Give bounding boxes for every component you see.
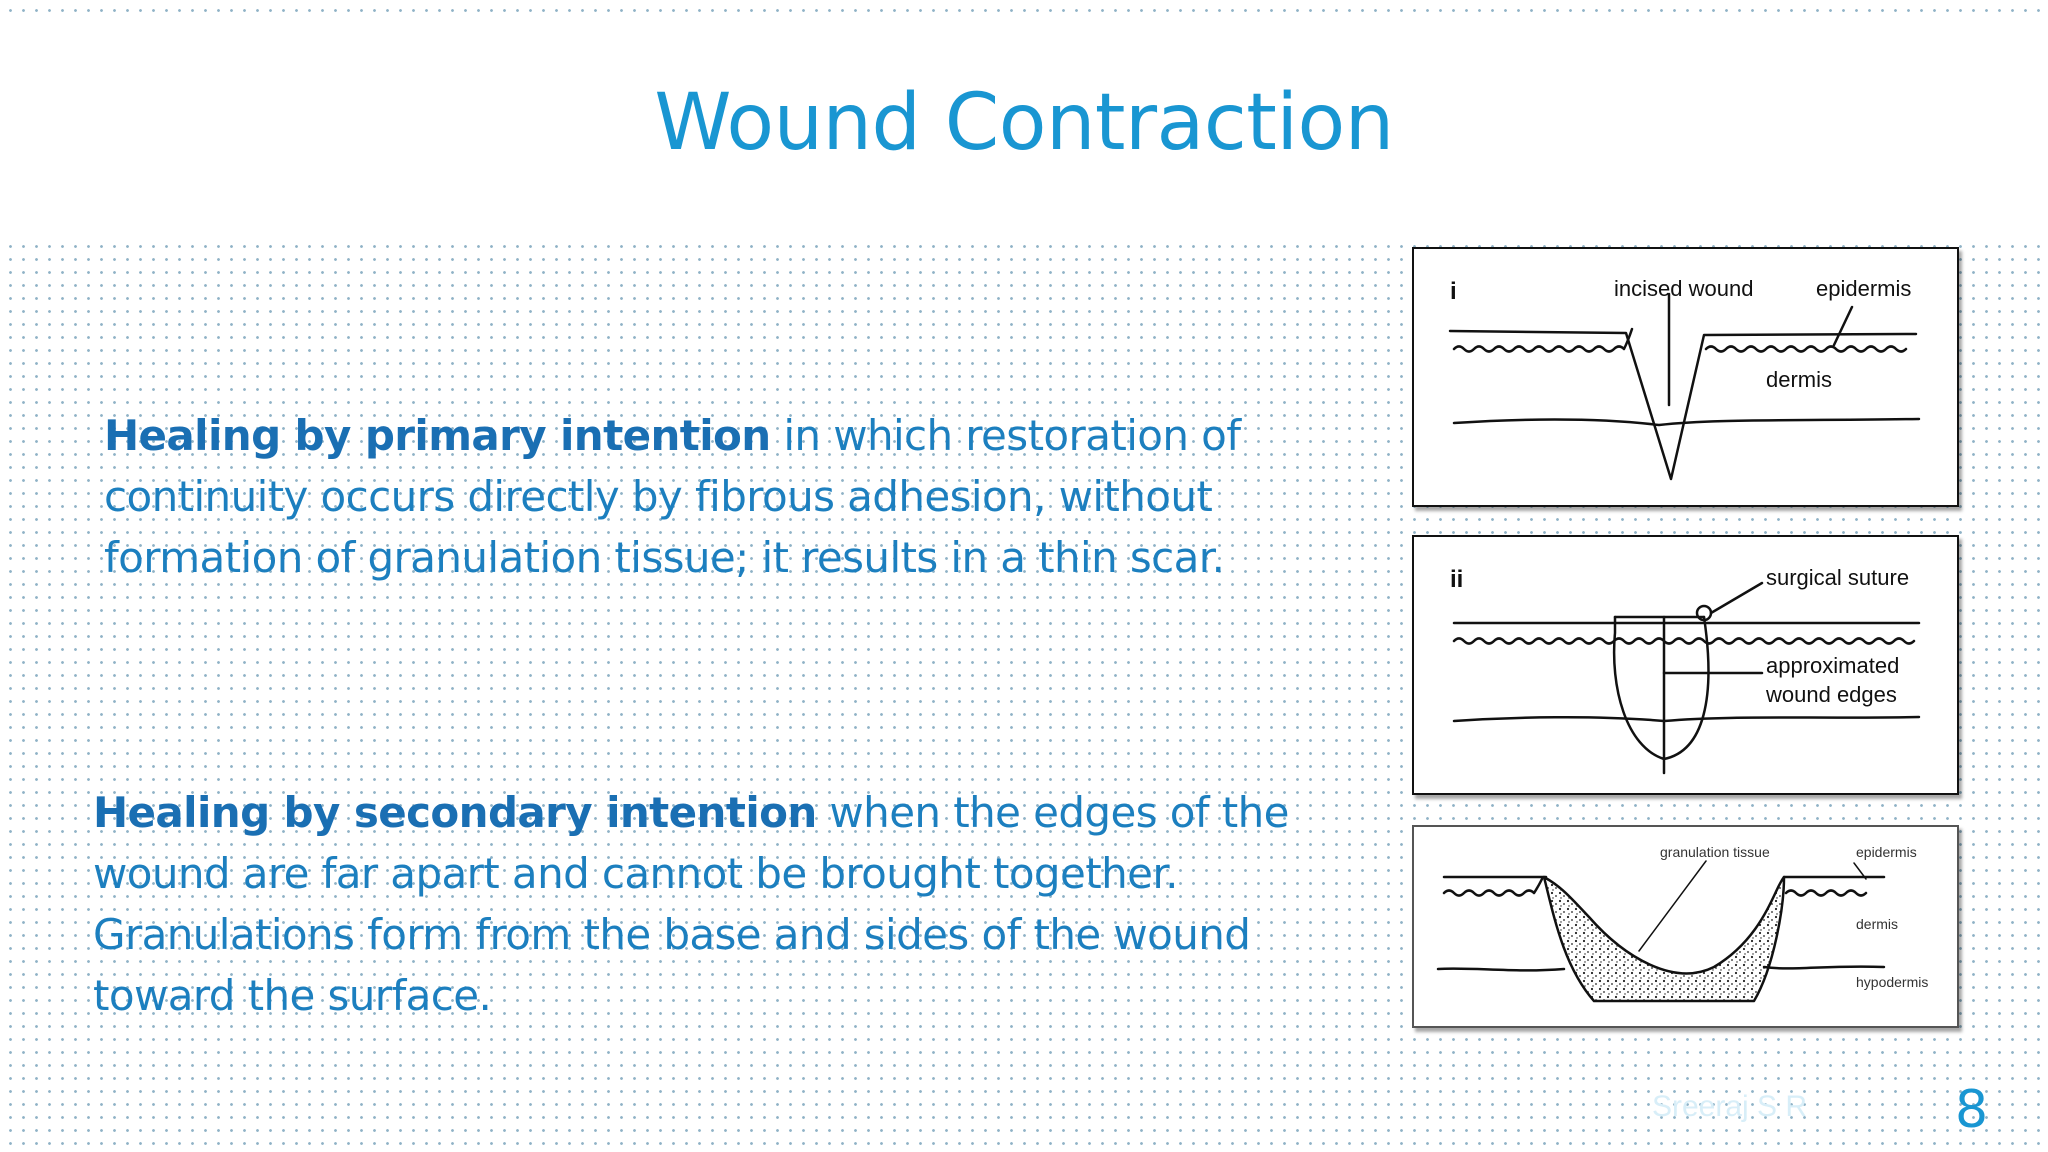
secondary-intention-term: Healing by secondary intention xyxy=(93,788,817,837)
figure-incised-wound: i incised wound epidermis dermis xyxy=(1412,247,1959,507)
sutured-wound-drawing xyxy=(1452,581,1921,775)
primary-intention-paragraph: Healing by primary intention in which re… xyxy=(104,405,1334,588)
label-surgical-suture: surgical suture xyxy=(1766,565,1909,590)
figure-granulation-wound: granulation tissue epidermis dermis hypo… xyxy=(1412,825,1959,1028)
label-dermis-iii: dermis xyxy=(1856,916,1898,932)
label-epidermis-iii: epidermis xyxy=(1856,844,1917,860)
label-epidermis: epidermis xyxy=(1816,276,1911,301)
granulation-wound-drawing xyxy=(1436,860,1886,1003)
label-incised-wound: incised wound xyxy=(1614,276,1753,301)
secondary-intention-paragraph: Healing by secondary intention when the … xyxy=(93,782,1323,1026)
author-footer: Sreeraj S R xyxy=(1652,1090,1808,1123)
figure-sutured-wound: ii surgical suture approximated wound ed… xyxy=(1412,535,1959,795)
incised-wound-drawing xyxy=(1448,292,1921,481)
label-dermis: dermis xyxy=(1766,367,1832,392)
primary-intention-text: in which restoration of continuity occur… xyxy=(104,411,1241,582)
label-wound-edges: wound edges xyxy=(1765,682,1897,707)
label-granulation-tissue: granulation tissue xyxy=(1660,844,1770,860)
dot-pattern-top xyxy=(0,0,2048,12)
label-hypodermis-iii: hypodermis xyxy=(1856,974,1928,990)
primary-intention-term: Healing by primary intention xyxy=(104,411,771,460)
secondary-intention-text: when the edges of the wound are far apar… xyxy=(93,788,1289,1020)
page-number: 8 xyxy=(1955,1080,1989,1140)
label-approximated: approximated xyxy=(1766,653,1899,678)
panel-i-numeral: i xyxy=(1450,278,1457,305)
panel-ii-numeral: ii xyxy=(1450,566,1463,593)
slide-title: Wound Contraction xyxy=(654,78,1394,168)
